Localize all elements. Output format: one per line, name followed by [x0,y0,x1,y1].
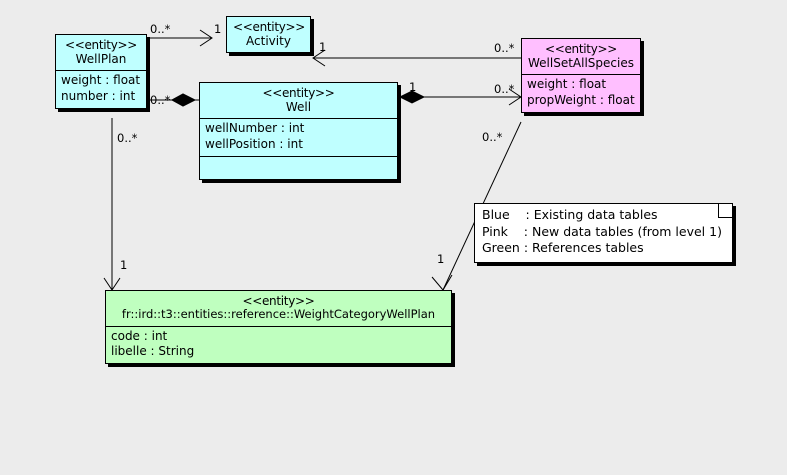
multiplicity-wellplan-well-target: 1 [180,92,188,106]
legend-row-blue: Blue : Existing data tables [482,207,658,222]
class-attributes: weight : float number : int [56,70,146,107]
class-attributes: wellNumber : int wellPosition : int [200,118,397,155]
class-header: <<entity>> Activity [227,17,310,52]
multiplicity-wellplan-activity-target: 1 [214,22,222,36]
class-stereotype: <<entity>> [64,38,138,52]
class-operations [200,155,397,179]
class-wellsetallspecies[interactable]: <<entity>> WellSetAllSpecies weight : fl… [521,38,641,113]
class-stereotype: <<entity>> [544,42,618,56]
class-name: WellPlan [75,52,127,67]
attribute-row: wellPosition : int [205,136,303,151]
multiplicity-wellplan-well-source: 0..* [150,93,171,107]
legend-row-green: Green : References tables [482,240,644,255]
multiplicity-wellplan-activity-source: 0..* [150,22,171,36]
attribute-row: weight : float [527,77,607,92]
class-header: <<entity>> Well [200,83,397,118]
multiplicity-well-wellsetallspecies-target: 0..* [494,82,515,96]
multiplicity-wellplan-weightcategory-target: 1 [120,258,128,272]
multiplicity-wellsetallspecies-activity-source: 0..* [494,41,515,55]
class-well[interactable]: <<entity>> Well wellNumber : int wellPos… [199,82,398,180]
class-header: <<entity>> WellPlan [56,35,146,70]
note-body: Blue : Existing data tables Pink : New d… [475,204,732,261]
class-name: Activity [246,34,291,49]
multiplicity-wellsetallspecies-weightcategory-target: 1 [437,252,445,266]
multiplicity-wellplan-weightcategory-source: 0..* [117,131,138,145]
multiplicity-well-wellsetallspecies-source: 1 [409,80,417,94]
class-header: <<entity>> WellSetAllSpecies [522,39,640,74]
legend-row-pink: Pink : New data tables (from level 1) [482,223,722,239]
attribute-row: libelle : String [111,344,195,359]
attribute-row: propWeight : float [527,92,635,107]
class-stereotype: <<entity>> [233,20,306,34]
attribute-row: weight : float [61,73,141,88]
attribute-row: code : int [111,328,168,343]
attribute-row: number : int [61,88,136,103]
class-header: <<entity>> fr::ird::t3::entities::refere… [106,291,451,326]
class-activity[interactable]: <<entity>> Activity [226,16,311,54]
note-fold-corner-icon [718,204,732,218]
class-attributes: weight : float propWeight : float [522,74,640,111]
class-weightcategorywellplan[interactable]: <<entity>> fr::ird::t3::entities::refere… [105,290,452,364]
edge-wellsetallspecies-activity [312,49,521,67]
attribute-row: wellNumber : int [205,121,305,136]
class-name: Well [285,100,312,115]
class-stereotype: <<entity>> [242,294,315,308]
legend-note[interactable]: Blue : Existing data tables Pink : New d… [474,203,733,263]
multiplicity-wellsetallspecies-weightcategory-source: 0..* [482,130,503,144]
class-name: fr::ird::t3::entities::reference::Weight… [121,307,436,322]
multiplicity-wellsetallspecies-activity-target: 1 [319,40,327,54]
class-wellplan[interactable]: <<entity>> WellPlan weight : float numbe… [55,34,147,109]
class-stereotype: <<entity>> [262,86,335,100]
class-name: WellSetAllSpecies [528,56,634,71]
class-attributes: code : int libelle : String [106,325,451,363]
